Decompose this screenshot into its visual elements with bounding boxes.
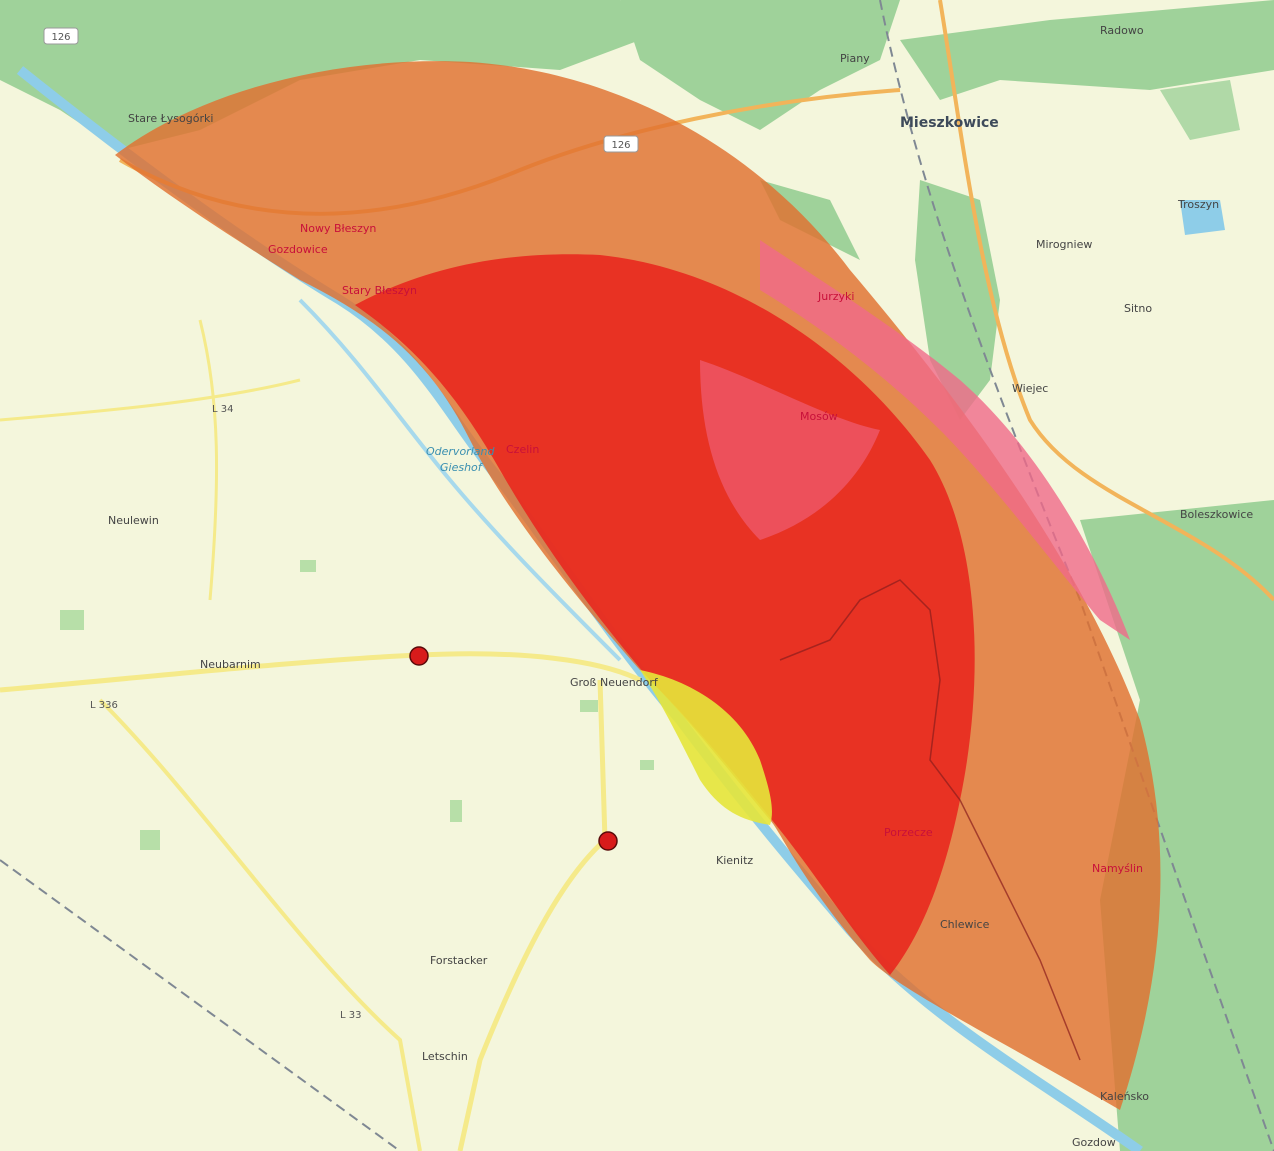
label-odervorland: Odervorland	[426, 445, 495, 458]
label-neulewin: Neulewin	[108, 514, 159, 527]
zone-yellow	[640, 670, 772, 825]
label-jurzyki: Jurzyki	[817, 290, 854, 303]
label-mirogniew: Mirogniew	[1036, 238, 1092, 251]
label-forstacker: Forstacker	[430, 954, 488, 967]
zone-pink-band	[760, 240, 1130, 640]
label-czelin: Czelin	[506, 443, 539, 456]
label-piany: Piany	[840, 52, 870, 65]
label-gross-neuendorf: Groß Neuendorf	[570, 676, 659, 689]
label-stare-lysogorki: Stare Łysogórki	[128, 112, 213, 125]
label-chlewice: Chlewice	[940, 918, 990, 931]
label-kienitz: Kienitz	[716, 854, 753, 867]
label-letschin: Letschin	[422, 1050, 468, 1063]
road-l34: L 34	[212, 404, 233, 415]
road-shields: 126 126 L 34 L 336 L 33	[43, 27, 639, 1021]
label-neubarnim: Neubarnim	[200, 658, 261, 671]
place-labels: Stare Łysogórki Nowy Błeszyn Gozdowice S…	[108, 24, 1253, 1149]
label-gozdow: Gozdow	[1072, 1136, 1116, 1149]
road-126-a: 126	[51, 32, 70, 43]
road-l336: L 336	[90, 700, 118, 711]
road-126-b: 126	[611, 140, 630, 151]
label-nowy-bleszyn: Nowy Błeszyn	[300, 222, 376, 235]
marker-neubarnim[interactable]	[409, 646, 429, 666]
label-wiejec: Wiejec	[1012, 382, 1048, 395]
road-l33: L 33	[340, 1010, 361, 1021]
label-namyslin: Namyślin	[1092, 862, 1143, 875]
field-patches	[60, 560, 654, 850]
label-troszyn: Troszyn	[1177, 198, 1219, 211]
label-boleszkowice: Boleszkowice	[1180, 508, 1253, 521]
label-porzecze: Porzecze	[884, 826, 933, 839]
zone-pink-inner	[700, 360, 880, 540]
label-stary-bleszyn: Stary Błeszyn	[342, 284, 417, 297]
label-kalensko: Kaleńsko	[1100, 1090, 1149, 1103]
label-radowo: Radowo	[1100, 24, 1144, 37]
label-gieshof: Gieshof	[440, 461, 484, 474]
border-line	[779, 579, 1081, 1061]
oder-side-channel	[298, 298, 622, 662]
label-sitno: Sitno	[1124, 302, 1152, 315]
marker-south[interactable]	[598, 831, 618, 851]
label-gozdowice: Gozdowice	[268, 243, 328, 256]
hazard-zones	[115, 61, 1161, 1111]
label-mosow: Mosów	[800, 410, 838, 423]
label-mieszkowice: Mieszkowice	[900, 115, 999, 131]
